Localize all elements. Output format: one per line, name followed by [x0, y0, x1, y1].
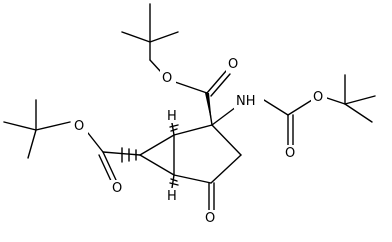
atom-o-carbamate-single: O: [313, 90, 323, 105]
atom-o-ketone: O: [205, 211, 215, 226]
wedge-bond-c2-ester: [205, 93, 212, 125]
hashed-bond-top-h: [169, 122, 179, 136]
ester-left: [87, 132, 141, 184]
hashed-bond-bottom-h: [169, 174, 179, 189]
hashed-bond-left-ester: [121, 147, 137, 163]
atom-h-bottom: H: [167, 189, 177, 204]
atom-o-carbamate-double: O: [285, 146, 295, 161]
ketone: [208, 182, 215, 211]
tert-butyl-top: [121, 3, 179, 73]
carbamate: [211, 97, 346, 146]
atom-nh: NH: [236, 94, 256, 109]
atom-o-ester-left: O: [74, 119, 84, 134]
atom-labels: O O NH O O O O O H H: [72, 56, 327, 226]
tert-butyl-right: [344, 74, 376, 123]
atom-o-ester-top: O: [162, 71, 172, 86]
bicyclic-ring: [139, 124, 242, 184]
atom-h-top: H: [167, 109, 177, 124]
atom-o-carbonyl-left: O: [112, 181, 122, 196]
tert-butyl-left: [3, 99, 71, 159]
atom-o-carbonyl-top: O: [228, 57, 238, 72]
